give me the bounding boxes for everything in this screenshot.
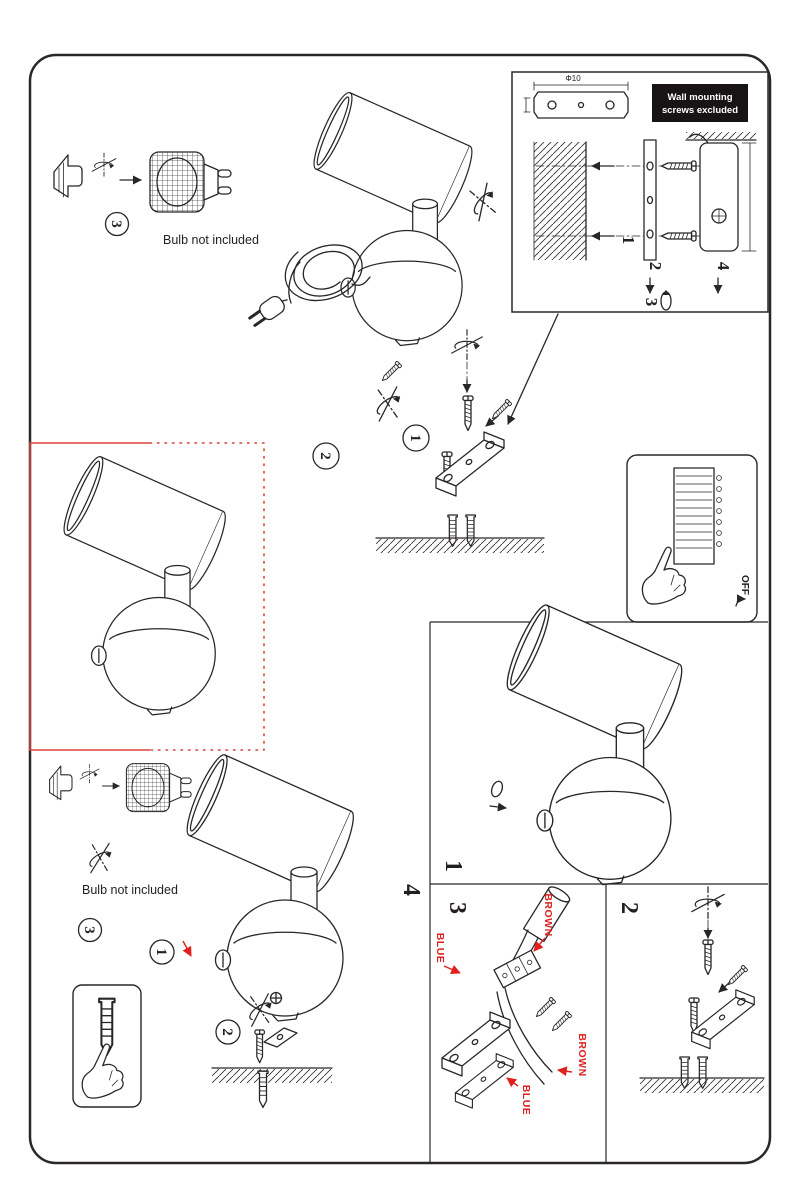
wall-ground bbox=[375, 514, 545, 553]
wall-ground bbox=[639, 1056, 765, 1093]
bulb-diagram-bottom: Bulb not included 3 1 2 bbox=[50, 750, 361, 1109]
wall-plate bbox=[263, 1027, 298, 1048]
circled-step-number: 2 bbox=[317, 452, 333, 460]
mounting-bracket bbox=[691, 989, 755, 1050]
inset-step-4: 4 bbox=[714, 262, 733, 271]
step-circle bbox=[149, 939, 175, 965]
switch-block bbox=[673, 467, 722, 565]
screw-icon bbox=[379, 360, 403, 384]
pointer-arrow bbox=[533, 937, 546, 952]
wire bbox=[504, 987, 553, 1073]
screw-icon bbox=[462, 395, 474, 432]
red-frame-solid bbox=[29, 442, 150, 751]
wire-label-blue: BLUE bbox=[520, 1085, 532, 1116]
spot-lamp bbox=[307, 88, 480, 347]
pointer-arrow bbox=[557, 1066, 573, 1077]
phillips-icon bbox=[269, 991, 283, 1005]
red-highlight-box bbox=[29, 442, 265, 751]
knob-part bbox=[490, 780, 504, 798]
wiring-section: BROWN BLUE BROWN BLUE bbox=[434, 886, 588, 1116]
anchor-icon bbox=[257, 1070, 269, 1109]
circled-step-number: 3 bbox=[81, 926, 97, 934]
wall-ground bbox=[211, 1067, 333, 1083]
coiled-cord bbox=[284, 244, 363, 302]
wire-label-blue: BLUE bbox=[434, 933, 446, 964]
warning-line-2: screws excluded bbox=[662, 105, 738, 116]
spot-lamp bbox=[179, 750, 361, 1022]
bulb-note: Bulb not included bbox=[82, 883, 178, 897]
section-4-label: 4 bbox=[398, 884, 424, 896]
rotate-icon bbox=[363, 379, 413, 429]
circled-step-number: 1 bbox=[153, 948, 169, 956]
off-label: OFF bbox=[739, 575, 750, 595]
warning-line-1: Wall mounting bbox=[667, 92, 732, 103]
wall-mounting-inset: Φ10 Wall mounting screws excluded bbox=[511, 71, 769, 313]
section-1-label: 1 bbox=[440, 860, 466, 872]
bracket-side-view bbox=[643, 139, 657, 261]
assembled-lamp-section bbox=[489, 600, 690, 886]
spot-lamp bbox=[57, 452, 233, 716]
section-3-label: 3 bbox=[444, 902, 470, 914]
gu10-bulb-icon bbox=[50, 764, 192, 812]
section-2-label: 2 bbox=[616, 902, 642, 914]
bulb-note: Bulb not included bbox=[163, 233, 259, 247]
wire-label-brown: BROWN bbox=[576, 1033, 588, 1076]
lamp-with-cord bbox=[248, 88, 508, 347]
rotate-icon bbox=[78, 836, 122, 880]
off-switch-inset: OFF bbox=[626, 454, 758, 623]
inset-step-2: 2 bbox=[646, 262, 665, 271]
screw-icon bbox=[702, 939, 714, 976]
screw-icon bbox=[533, 996, 557, 1020]
step-circle bbox=[104, 211, 130, 237]
circled-step-number: 3 bbox=[108, 220, 124, 228]
bracket-top-view bbox=[523, 81, 629, 119]
warning-label-box bbox=[652, 84, 748, 122]
wire-label-brown: BROWN bbox=[542, 893, 554, 936]
insert-arrow bbox=[485, 415, 499, 427]
hole-diameter-label: Φ10 bbox=[565, 74, 581, 83]
power-plug-icon bbox=[248, 295, 288, 327]
cord-to-base bbox=[351, 276, 371, 286]
spot-lamp bbox=[499, 600, 690, 886]
step-circle bbox=[215, 1019, 241, 1045]
mounting-steps: 2 1 bbox=[312, 329, 545, 553]
rotate-icon bbox=[451, 329, 483, 361]
pointer-arrow bbox=[506, 1077, 519, 1088]
terminal-block bbox=[493, 949, 542, 989]
lamp-side-view bbox=[685, 132, 757, 252]
hand-anchor-inset bbox=[72, 984, 142, 1108]
screw-icon bbox=[489, 398, 513, 422]
gu10-bulb-icon bbox=[54, 152, 231, 212]
press-arrow bbox=[735, 594, 746, 607]
insert-arrow bbox=[489, 802, 507, 812]
wall-section bbox=[533, 141, 587, 261]
insert-arrow bbox=[718, 981, 731, 993]
pointer-arrow bbox=[443, 964, 461, 974]
screw-icon bbox=[254, 1029, 266, 1064]
reference-arrow bbox=[507, 313, 559, 425]
rotate-icon bbox=[458, 177, 508, 227]
screw-icon bbox=[725, 964, 749, 988]
step-circle bbox=[402, 424, 430, 452]
bulb-diagram-top: 3 Bulb not included bbox=[54, 152, 259, 247]
lamp-arm bbox=[522, 886, 571, 943]
inset-step-3: 3 bbox=[642, 298, 661, 307]
rotate-small-icon bbox=[660, 290, 672, 311]
step-circle bbox=[312, 442, 340, 470]
cord-to-plug bbox=[288, 261, 301, 304]
circled-step-number: 2 bbox=[219, 1028, 235, 1036]
pointer-arrow bbox=[182, 940, 192, 957]
inset-step-1: 1 bbox=[619, 236, 638, 245]
circled-step-number: 1 bbox=[407, 434, 423, 442]
rotate-icon bbox=[691, 886, 725, 920]
section-dividers bbox=[429, 621, 768, 1163]
bracket-screws-section bbox=[639, 886, 765, 1093]
wire bbox=[496, 991, 545, 1085]
screw-icon bbox=[549, 1010, 573, 1034]
step-circle bbox=[77, 917, 103, 943]
